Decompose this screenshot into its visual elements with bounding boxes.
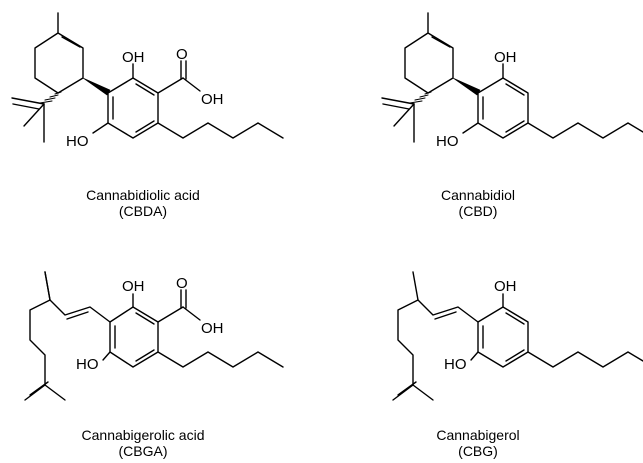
cbda-structure: OH O OH HO Cannabidiolic acid (CBDA): [11, 12, 284, 219]
cbg-oh-label: OH: [494, 278, 517, 295]
cbda-name: Cannabidiolic acid: [86, 187, 200, 203]
cbda-hashed-bond: [39, 91, 62, 104]
cbd-oh-label: OH: [494, 49, 517, 66]
cbd-ho-label: HO: [436, 133, 459, 150]
cbga-ho-label: HO: [76, 356, 99, 373]
cbga-abbreviation: (CBGA): [119, 443, 168, 459]
cbda-acid-oh-label: OH: [201, 91, 224, 108]
cbd-structure: OH HO Cannabidiol (CBD): [381, 12, 643, 219]
cbda-ho-label: HO: [66, 133, 89, 150]
cbg-name: Cannabigerol: [436, 427, 519, 443]
cbga-name: Cannabigerolic acid: [82, 427, 205, 443]
cbga-acid-oh-label: OH: [201, 320, 224, 337]
cbg-ho-label: HO: [444, 356, 467, 373]
cbd-abbreviation: (CBD): [459, 203, 498, 219]
cbda-oh-label: OH: [122, 49, 145, 66]
cbd-hashed-bond: [409, 91, 432, 104]
cbg-abbreviation: (CBG): [458, 443, 498, 459]
cbd-name: Cannabidiol: [441, 187, 515, 203]
cbga-structure: OH O OH HO Cannabigerolic acid (CBGA): [24, 271, 284, 459]
cbda-carbonyl-o-label: O: [176, 46, 188, 63]
cbg-structure: OH HO Cannabigerol (CBG): [392, 271, 643, 459]
cbga-carbonyl-o-label: O: [176, 275, 188, 292]
cbga-oh-label: OH: [122, 278, 145, 295]
cbda-abbreviation: (CBDA): [119, 203, 167, 219]
